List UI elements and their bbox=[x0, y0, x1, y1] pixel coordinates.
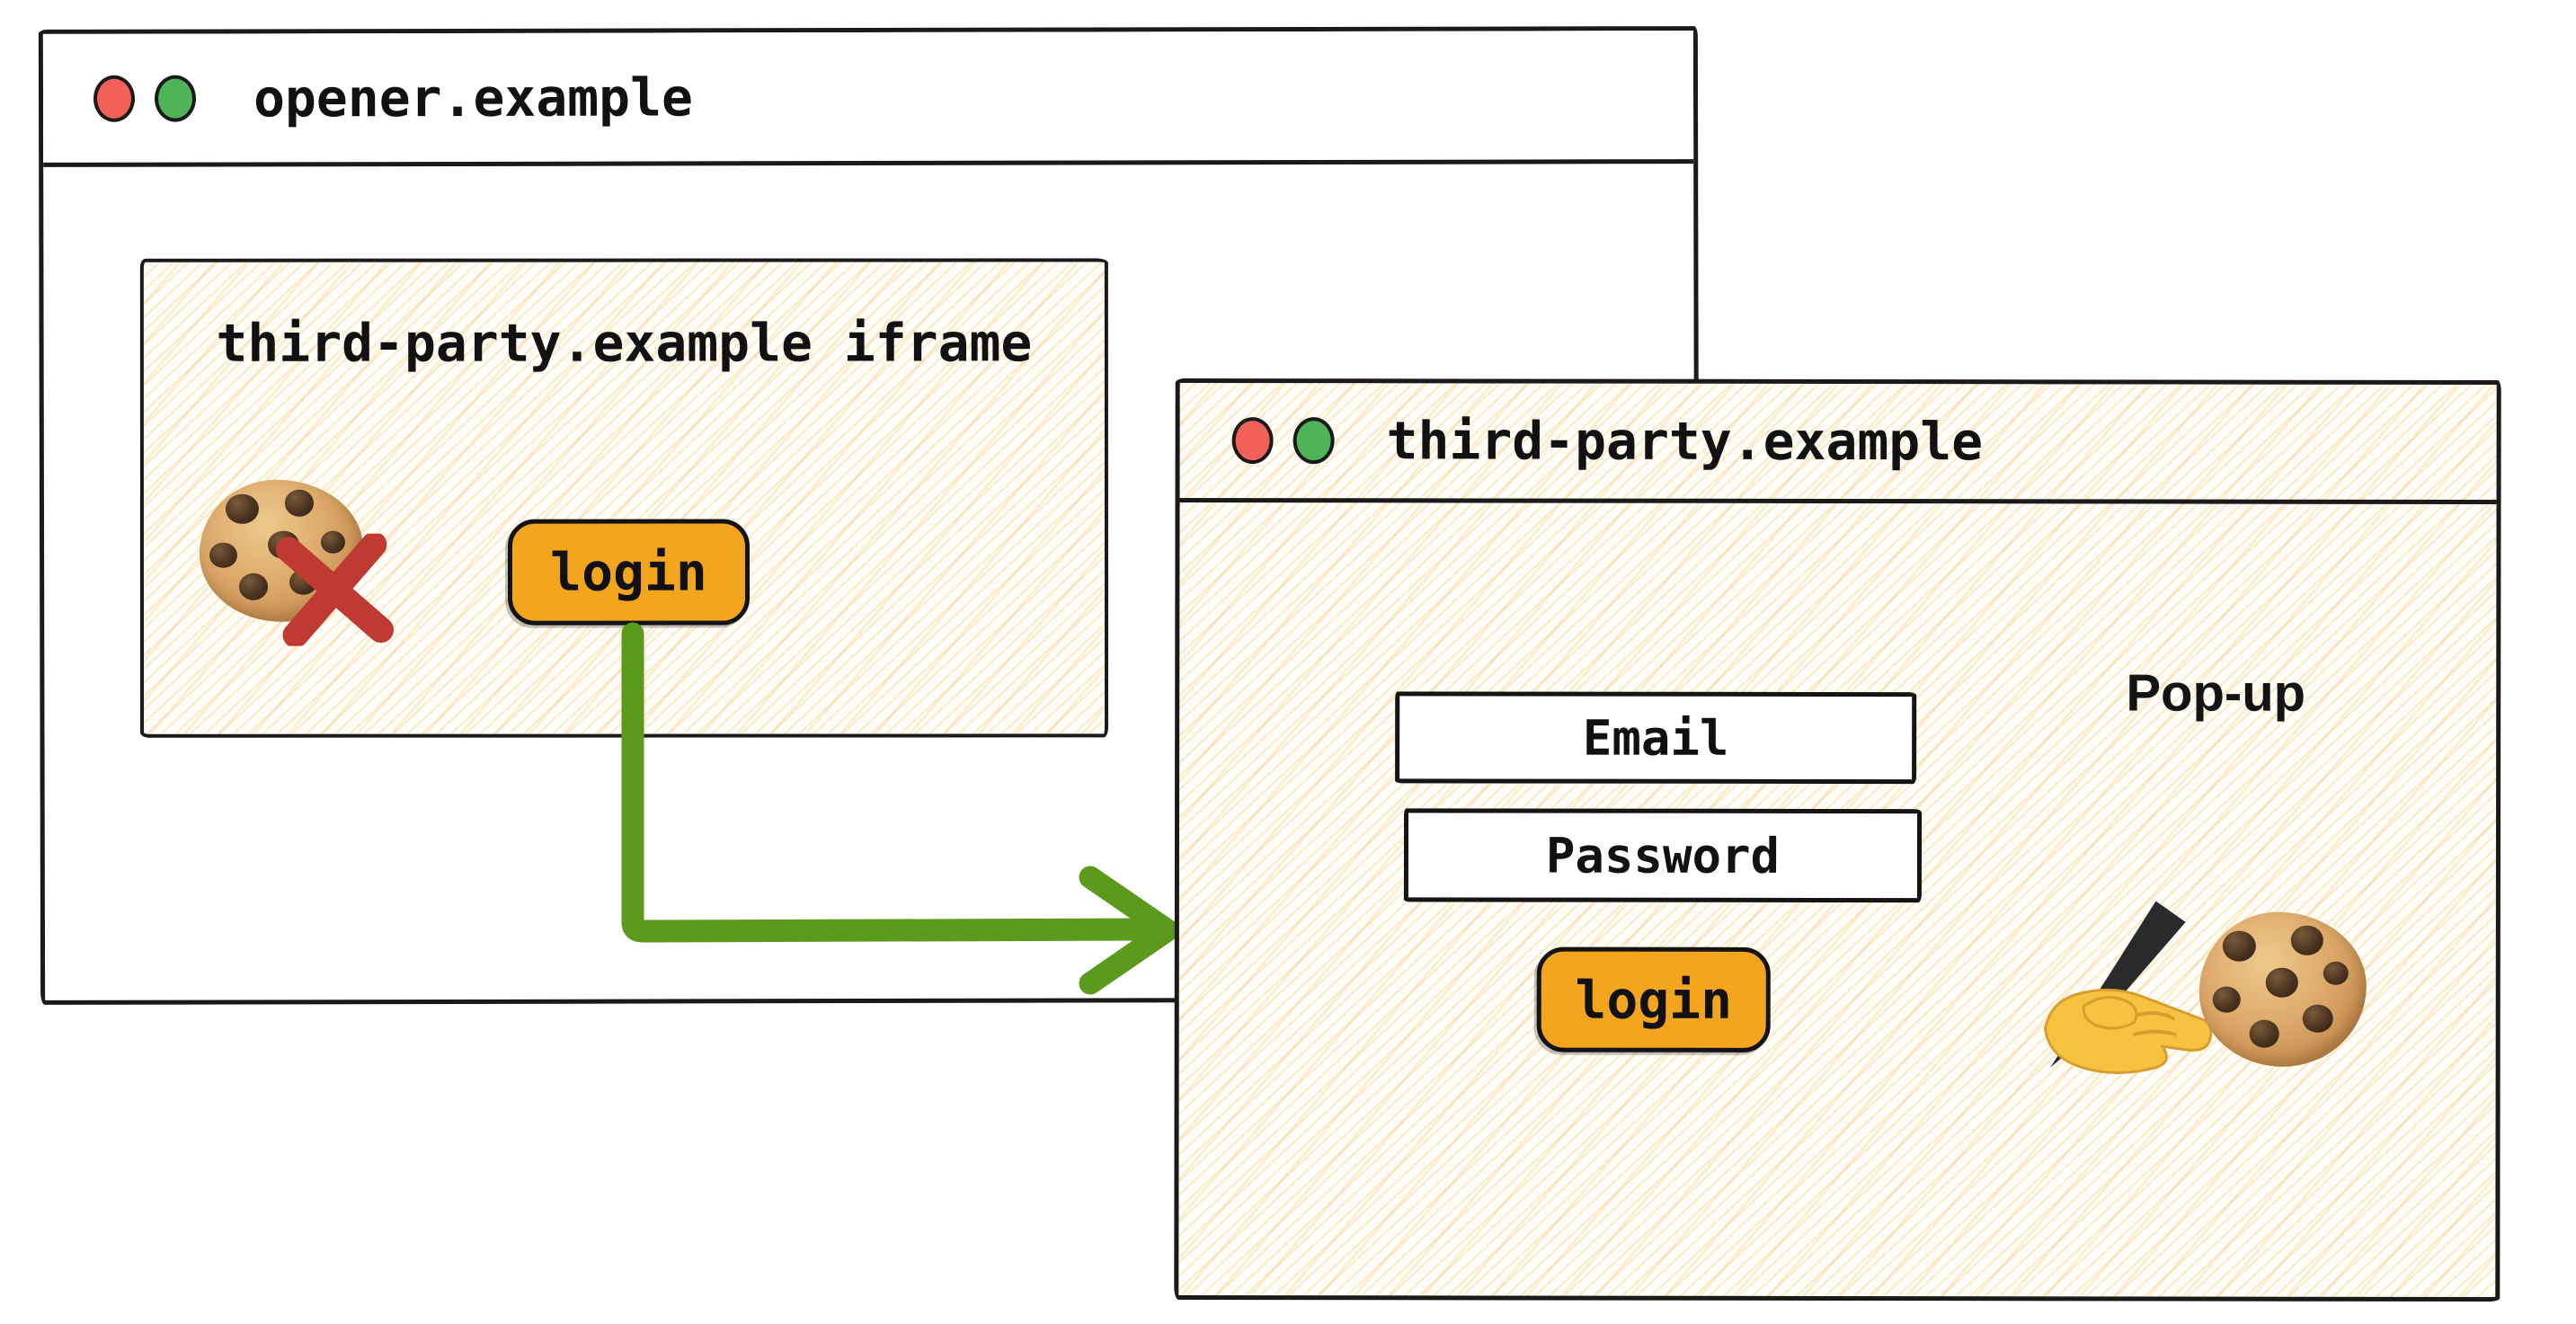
writing-hand-icon bbox=[2044, 901, 2213, 1074]
third-party-iframe: third-party.example iframe login bbox=[139, 258, 1109, 738]
iframe-label: third-party.example iframe bbox=[216, 312, 1033, 374]
popup-window-title: third-party.example bbox=[1386, 410, 1984, 473]
blocked-cookie-icon bbox=[199, 479, 364, 622]
close-dot-icon[interactable] bbox=[93, 75, 136, 122]
popup-window: third-party.example Email Password login… bbox=[1174, 378, 2501, 1302]
zoom-dot-icon[interactable] bbox=[154, 75, 197, 122]
email-field-label: Email bbox=[1582, 709, 1729, 767]
zoom-dot-icon[interactable] bbox=[1292, 417, 1335, 465]
popup-annotation-label: Pop-up bbox=[2126, 663, 2306, 723]
close-dot-icon[interactable] bbox=[1231, 417, 1274, 465]
cookie-icon bbox=[2198, 911, 2367, 1067]
password-field-label: Password bbox=[1545, 827, 1781, 884]
password-field[interactable]: Password bbox=[1403, 808, 1923, 903]
iframe-login-button[interactable]: login bbox=[507, 519, 751, 626]
opener-titlebar: opener.example bbox=[42, 31, 1694, 167]
popup-login-button[interactable]: login bbox=[1536, 946, 1771, 1053]
email-field[interactable]: Email bbox=[1395, 691, 1917, 785]
popup-titlebar: third-party.example bbox=[1179, 382, 2497, 505]
opener-window-title: opener.example bbox=[253, 66, 693, 129]
